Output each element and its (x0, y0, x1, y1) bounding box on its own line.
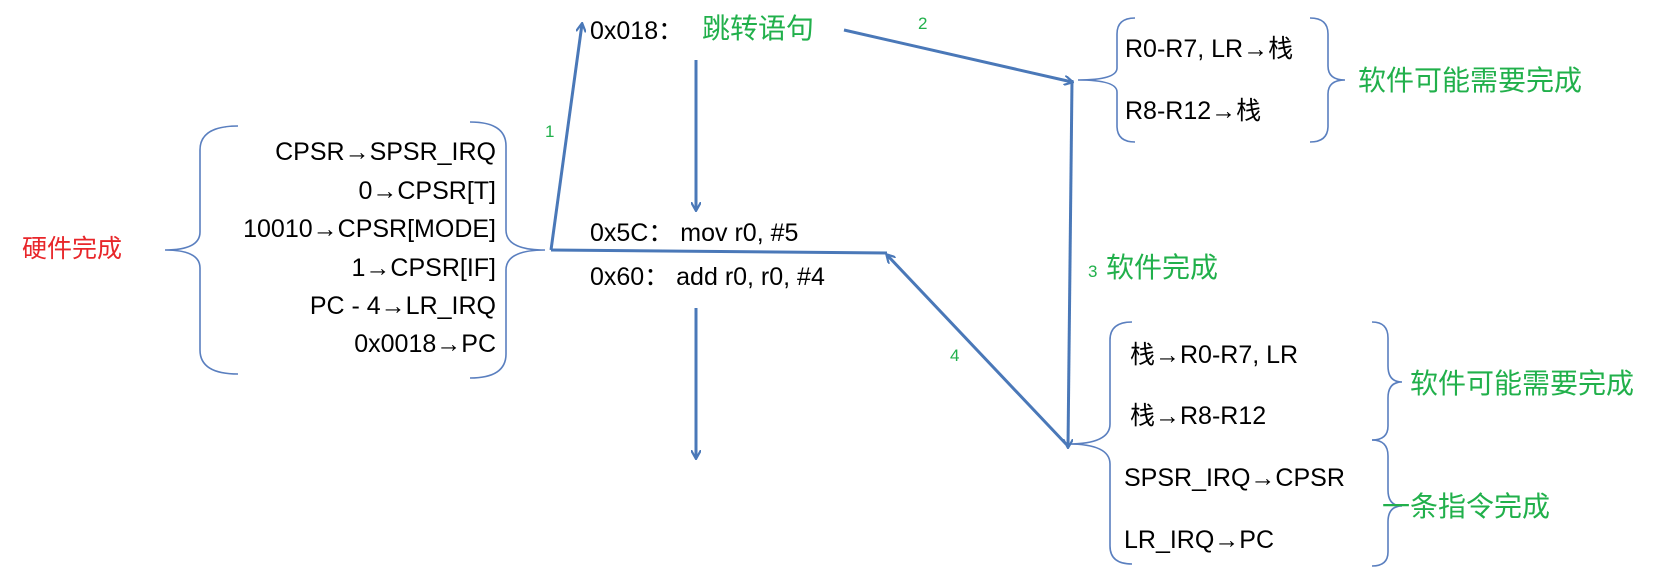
save-note: 软件可能需要完成 (1358, 64, 1583, 97)
hardware-step: 1→CPSR[IF] (351, 254, 496, 282)
restore-final-note: 一条指令完成 (1382, 490, 1551, 523)
code-line-add: 0x60： add r0, r0, #4 (590, 263, 825, 291)
step1-arrow (549, 24, 582, 251)
code-line-mov: 0x5C： mov r0, #5 (590, 219, 799, 247)
step3-arrow (1068, 79, 1074, 447)
step-number-3: 3 (1088, 262, 1098, 281)
restore-note: 软件可能需要完成 (1410, 367, 1635, 400)
restore-item: 栈→R8-R12 (1130, 402, 1267, 430)
hardware-right-brace (469, 121, 546, 379)
step-number-2: 2 (918, 14, 928, 33)
hardware-left-brace (164, 125, 239, 375)
step4-arrow (887, 255, 1068, 446)
hardware-step: 10010→CPSR[MODE] (243, 215, 496, 243)
save-item: R8-R12→栈 (1125, 97, 1262, 125)
return-line (550, 248, 888, 255)
restore-final-item: LR_IRQ→PC (1124, 526, 1275, 554)
save-item: R0-R7, LR→栈 (1125, 35, 1294, 63)
step2-arrow (843, 28, 1072, 82)
hardware-step: 0→CPSR[T] (358, 177, 496, 205)
step3-label: 软件完成 (1106, 251, 1219, 284)
hardware-step: 0x0018→PC (354, 330, 496, 358)
hardware-label: 硬件完成 (22, 234, 123, 263)
vector-address: 0x018： (590, 17, 684, 45)
hardware-step: CPSR→SPSR_IRQ (275, 138, 496, 166)
restore-upper-right-brace (1371, 321, 1403, 441)
save-left-brace (1077, 17, 1136, 143)
step-number-4: 4 (950, 346, 960, 365)
restore-final-item: SPSR_IRQ→CPSR (1124, 464, 1345, 492)
save-right-brace (1309, 17, 1346, 143)
restore-left-brace (1067, 321, 1133, 565)
restore-lower-right-brace (1371, 439, 1403, 567)
hardware-step: PC - 4→LR_IRQ (309, 292, 496, 320)
vector-instruction: 跳转语句 (702, 12, 815, 45)
step-number-1: 1 (545, 122, 555, 141)
restore-item: 栈→R0-R7, LR (1130, 341, 1299, 369)
